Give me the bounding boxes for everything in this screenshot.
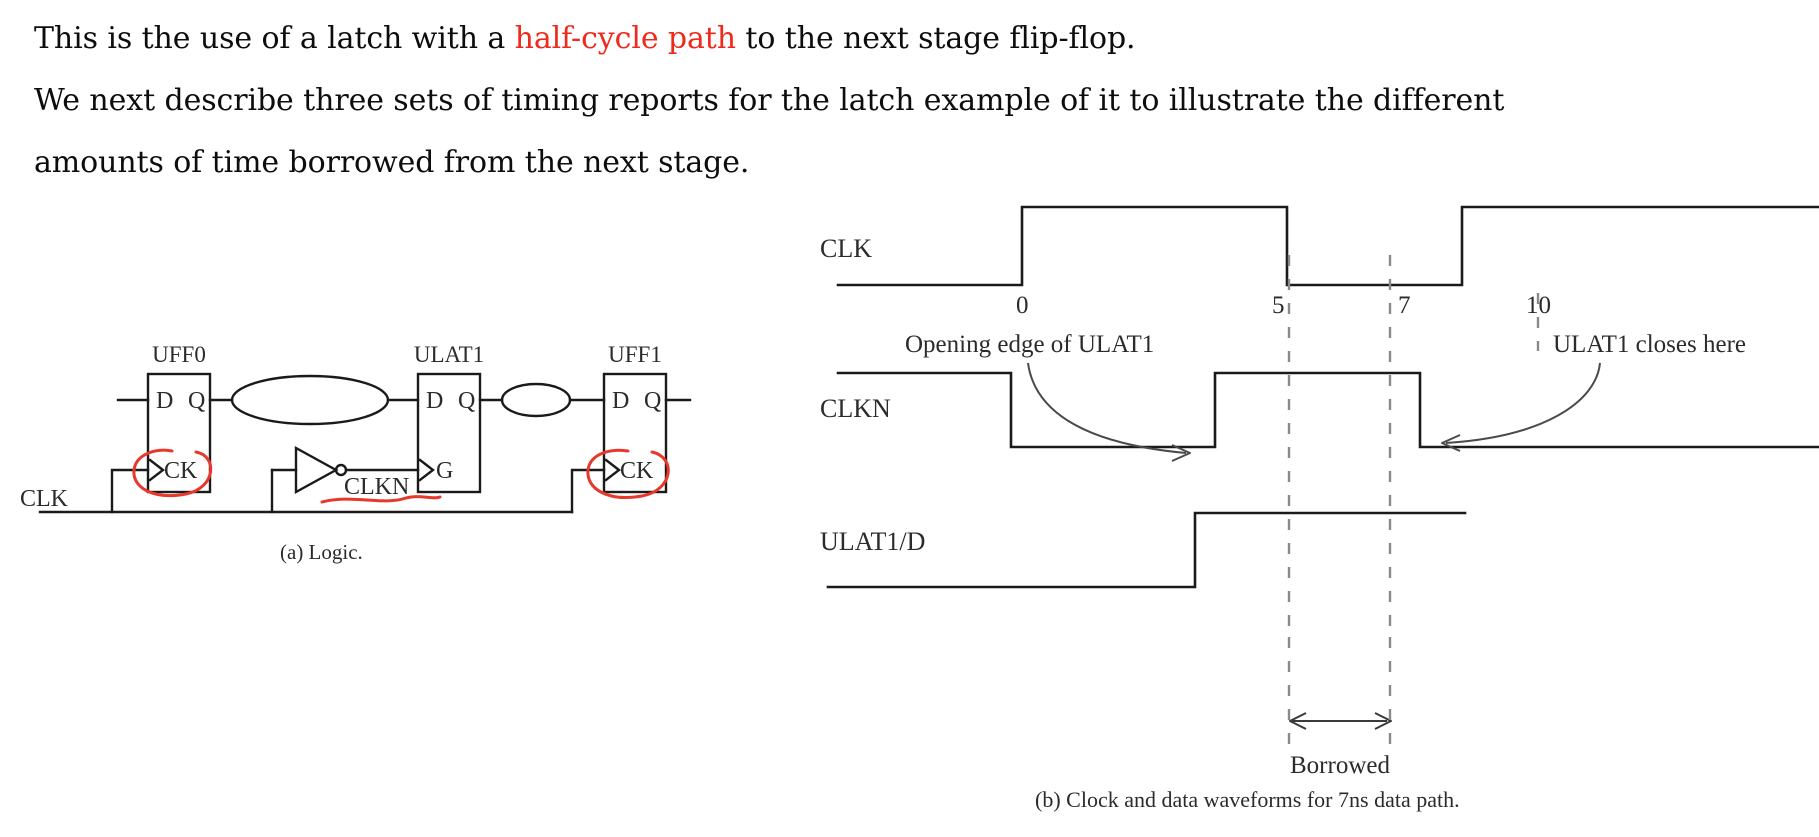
clk-input-label: CLK [20,486,69,512]
tick-label-0: 0 [1016,292,1029,319]
logic-diagram-svg: UFF0 D Q CK ULAT1 D Q G UFF1 D Q CK CLK … [20,342,692,514]
prose-line-3: amounts of time borrowed from the next s… [34,145,750,180]
uff1-title: UFF1 [608,342,662,367]
signal-label-clk: CLK [820,234,872,263]
waveform-svg: 0 5 7 10 CLK CLKN ULAT1/D Opening edge o… [820,205,1819,779]
prose-line-2: We next describe three sets of timing re… [34,83,1505,118]
uff1-port-q: Q [644,388,661,414]
figure-b-caption: (b) Clock and data waveforms for 7ns dat… [1035,787,1460,812]
prose-block: This is the use of a latch with a half-c… [34,8,1794,194]
clk-to-uff0 [110,468,150,514]
uff0-ck-triangle [148,458,165,482]
logic-cloud-1 [230,374,390,426]
tick-label-7: 7 [1398,292,1411,319]
uff0-port-ck: CK [164,458,198,484]
ulat1-port-d: D [426,388,443,414]
callout-opening-edge-arrowhead [1171,444,1191,462]
figure-b-waveforms: 0 5 7 10 CLK CLKN ULAT1/D Opening edge o… [820,185,1819,785]
borrowed-label: Borrowed [1290,752,1390,779]
uff1-port-ck: CK [620,458,654,484]
uff0-port-d: D [156,388,173,414]
callout-closes-here-arrow [1445,362,1601,444]
callout-closes-here-arrowhead [1441,434,1461,452]
uff1-ck-triangle [604,458,621,482]
tick-label-5: 5 [1272,292,1285,319]
uff0-title: UFF0 [152,342,206,367]
tick-label-10: 10 [1526,292,1551,319]
clk-to-uff1 [570,468,606,514]
borrowed-arrow-left [1289,712,1307,730]
ulat1-g-triangle [418,458,435,482]
callout-opening-edge-label: Opening edge of ULAT1 [905,331,1154,358]
ulat1-title: ULAT1 [414,342,484,367]
figure-a-logic-diagram: UFF0 D Q CK ULAT1 D Q G UFF1 D Q CK CLK … [0,330,830,610]
signal-label-ulat1d: ULAT1/D [820,527,925,556]
signal-label-clkn: CLKN [820,394,891,423]
uff0-body [146,372,212,494]
red-circle-uff0-ck [132,448,213,497]
uff0-port-q: Q [188,388,205,414]
figure-a-caption: (a) Logic. [280,540,363,564]
prose-line-1-post: to the next stage flip-flop. [735,21,1136,56]
logic-cloud-2 [500,382,572,418]
red-circle-uff1-ck [586,448,670,499]
prose-line-1-pre: This is the use of a latch with a [34,21,515,56]
uff1-port-d: D [612,388,629,414]
clkn-waveform [836,371,1819,449]
borrowed-arrow-right [1374,712,1392,730]
ulat1-port-g: G [436,458,453,484]
uff1-body [602,372,668,494]
highlighted-term: half-cycle path [514,21,736,56]
callout-closes-here-label: ULAT1 closes here [1553,331,1746,358]
prose-line-1: This is the use of a latch with a half-c… [34,8,1794,70]
clkn-net-label: CLKN [344,474,409,500]
ulat1-port-q: Q [458,388,475,414]
ulat1d-waveform [826,511,1467,589]
red-underline-clkn [320,495,442,504]
ulat1-body [416,372,482,494]
callout-opening-edge-arrow [1027,362,1187,454]
inverter-body [294,445,339,495]
clk-waveform [836,205,1819,287]
